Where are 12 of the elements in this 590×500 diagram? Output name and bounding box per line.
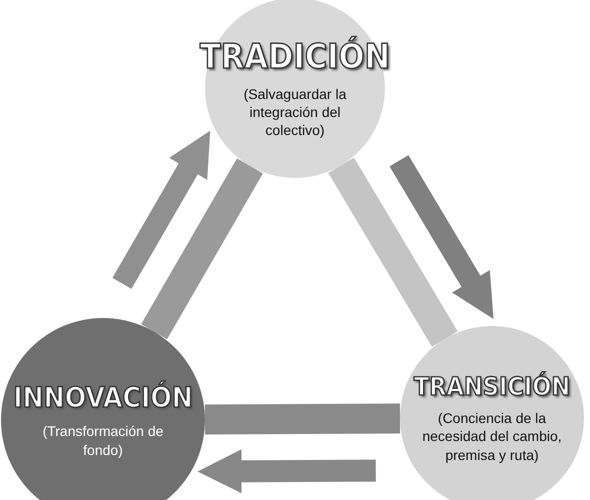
arrow: [390, 155, 494, 320]
arrow: [112, 130, 210, 289]
node-title: TRADICIÓN: [200, 36, 390, 77]
node-title: TRANSICIÓN: [414, 372, 570, 402]
node-description: (Salvaguardar la integración del colectivo): [242, 84, 348, 140]
node-title: INNOVACIÓN: [13, 381, 193, 414]
connector-band: [204, 403, 400, 434]
connector-band: [141, 158, 263, 340]
node-description: (Transformación de fondo): [42, 422, 164, 459]
arrow: [198, 449, 376, 494]
node-description: (Conciencia de la necesidad del cambio, premisa y ruta): [421, 409, 563, 464]
connector-band: [328, 158, 458, 347]
